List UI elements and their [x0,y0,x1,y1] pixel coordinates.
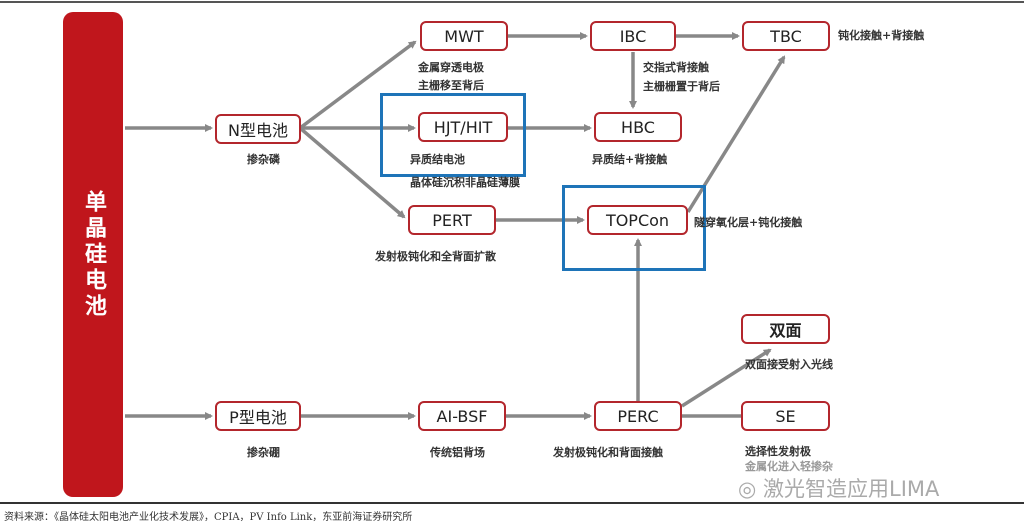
node-perc: PERC [594,401,682,431]
node-pert: PERT [408,205,496,235]
label-perc: 发射极钝化和背面接触 [553,446,663,459]
top-rule [0,1,1024,3]
watermark-text: 激光智造应用LIMA [763,477,940,501]
node-bifacial: 双面 [741,314,830,344]
node-mwt: MWT [420,21,508,51]
label-bifacial: 双面接受射入光线 [745,358,833,371]
arrow-n-mwt [298,40,417,130]
label-hbc: 异质结+背接触 [592,153,668,166]
bottom-rule [0,502,1024,504]
node-ibc: IBC [590,21,676,51]
label-topcon: 隧穿氧化层+钝化接触 [694,216,803,229]
node-topcon: TOPCon [587,205,688,235]
wechat-icon: ◎ [738,477,757,501]
label-ibc-1: 交指式背接触 [643,61,709,74]
pillar-text: 单晶硅电池 [81,189,106,320]
label-tbc: 钝化接触+背接触 [838,29,925,42]
node-hbc: HBC [594,112,682,142]
arrow-perc-bifacial [681,348,772,408]
label-mwt-2: 主栅移至背后 [418,79,484,92]
label-al-bsf: 传统铝背场 [430,446,485,459]
arrow-n-pert [298,126,406,219]
mono-silicon-pillar: 单晶硅电池 [63,12,123,497]
label-n-type: 掺杂磷 [247,153,280,166]
watermark: ◎ 激光智造应用LIMA [738,478,939,501]
node-p-type: P型电池 [215,401,301,431]
label-pert: 发射极钝化和全背面扩散 [375,250,496,263]
label-ibc-2: 主栅栅置于背后 [643,80,720,93]
source-note: 资料来源：《晶体硅太阳电池产业化技术发展》，CPIA，PV Info Link，… [4,512,413,523]
highlight-box-hjt [380,93,526,177]
highlight-box-topcon [562,185,706,271]
node-tbc: TBC [742,21,830,51]
label-hjt-2: 晶体硅沉积非晶硅薄膜 [410,176,520,189]
node-hjt: HJT/HIT [418,112,508,142]
node-al-bsf: AI-BSF [418,401,506,431]
node-se: SE [741,401,830,431]
node-n-type: N型电池 [215,114,301,144]
label-p-type: 掺杂硼 [247,446,280,459]
label-se-1: 选择性发射极 [745,445,811,458]
label-mwt-1: 金属穿透电极 [418,61,484,74]
label-hjt-1: 异质结电池 [410,153,465,166]
label-se-2: 金属化进入轻掺杂 [745,460,833,473]
